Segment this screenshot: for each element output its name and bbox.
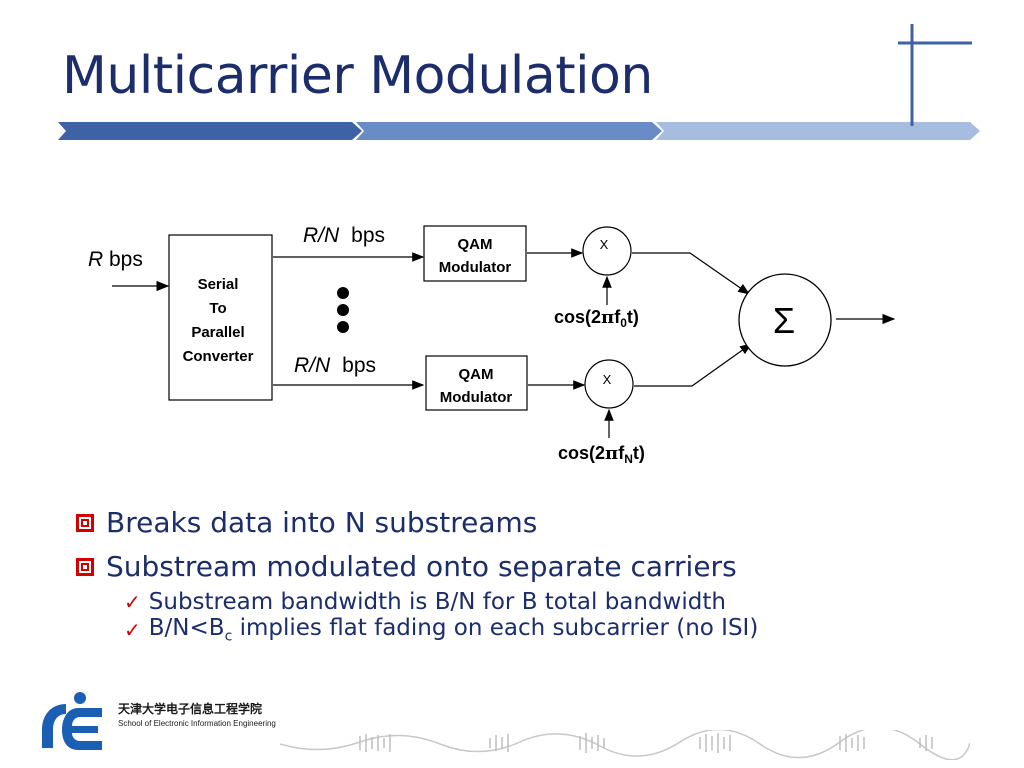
- qam-bottom-line-2: Modulator: [440, 389, 513, 406]
- summation-node: [738, 273, 832, 367]
- sub-bullet-item: ✓ B/N<Bc implies flat fading on each sub…: [76, 615, 759, 645]
- slide-title: Multicarrier Modulation: [62, 46, 653, 106]
- checkmark-icon: ✓: [124, 590, 141, 614]
- school-name-english: School of Electronic Information Enginee…: [118, 719, 276, 728]
- sp-label-line-4: Converter: [183, 348, 254, 365]
- mixer-bottom-to-sum: [634, 343, 752, 387]
- school-logo-icon: [42, 692, 102, 750]
- sub-bullet-text: Substream bandwidth is B/N for B total b…: [148, 589, 726, 615]
- bullet-item: Substream modulated onto separate carrie…: [76, 544, 758, 588]
- serial-to-parallel-box: [168, 234, 273, 401]
- ellipsis-dot-3: [337, 321, 349, 333]
- bullet-list: Breaks data into N substreams Substream …: [76, 500, 759, 645]
- sp-label-line-2: To: [209, 300, 226, 317]
- bullet-text: Substream modulated onto separate carrie…: [106, 549, 737, 583]
- ellipsis-dot-2: [337, 304, 349, 316]
- footer-waveform-decoration: [280, 730, 970, 760]
- mixer-bottom-symbol: X: [603, 372, 612, 387]
- sub-bullet-text: B/N<Bc implies flat fading on each subca…: [148, 615, 759, 645]
- bullet-text: Breaks data into N substreams: [106, 505, 538, 539]
- mixer-top: [582, 226, 632, 276]
- sp-label-line-1: Serial: [198, 276, 239, 293]
- bullet-item: Breaks data into N substreams: [76, 500, 758, 544]
- qam-modulator-top: [423, 225, 527, 282]
- header-band-segment-1: [58, 122, 362, 140]
- school-name-chinese: 天津大学电子信息工程学院: [118, 702, 263, 716]
- carrier-bottom-label: cos(2πfNt): [558, 443, 645, 466]
- header-band-segment-3: [656, 122, 980, 140]
- sub-bullet-item: ✓ Substream bandwidth is B/N for B total…: [76, 588, 758, 616]
- square-bullet-icon: [76, 514, 94, 532]
- header-decoration: [58, 24, 980, 140]
- sp-label-line-3: Parallel: [191, 324, 244, 341]
- summation-symbol: Σ: [773, 300, 795, 341]
- qam-top-line-1: QAM: [458, 236, 493, 253]
- mixer-top-symbol: X: [600, 237, 609, 252]
- qam-modulator-bottom: [425, 355, 528, 411]
- carrier-top-label: cos(2πf0t): [554, 307, 639, 330]
- ellipsis-dot-1: [337, 287, 349, 299]
- qam-bottom-line-1: QAM: [459, 366, 494, 383]
- checkmark-icon: ✓: [124, 618, 141, 642]
- header-band-segment-2: [356, 122, 662, 140]
- square-bullet-icon: [76, 558, 94, 576]
- input-rate-label: R bps: [88, 248, 143, 271]
- mixer-bottom: [584, 359, 634, 409]
- mixer-top-to-sum: [632, 252, 750, 295]
- qam-top-line-2: Modulator: [439, 259, 512, 276]
